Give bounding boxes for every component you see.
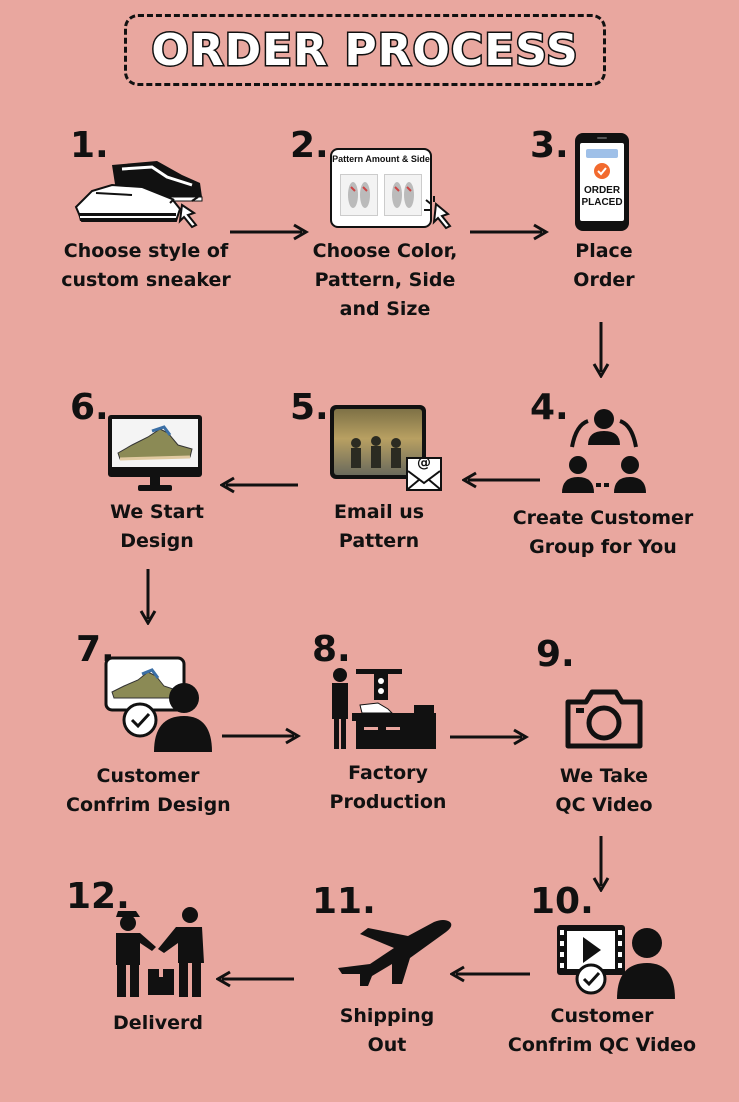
phone-order-text: ORDER PLACED (580, 185, 624, 209)
pattern-swatch-right (384, 174, 422, 216)
arrow-5-to-6 (220, 476, 298, 494)
arrow-8-to-9 (450, 728, 529, 746)
title-box: ORDER PROCESS (124, 14, 606, 86)
arrow-6-to-7 (139, 569, 157, 625)
phone-order-line-1: ORDER (583, 185, 621, 196)
arrow-1-to-2 (230, 223, 309, 241)
arrow-2-to-3 (470, 223, 549, 241)
step-12-number: 12. (66, 876, 130, 917)
step-6-label: We Start Design (80, 498, 234, 556)
customer-group-icon (560, 405, 648, 497)
step-3-label: Place Order (544, 237, 664, 295)
step-4-label-line-2: Group for You (529, 536, 677, 558)
step-2-label-line-3: and Size (339, 298, 431, 320)
step-5-label-line-1: Email us (333, 501, 425, 523)
monitor-design-icon (108, 415, 202, 493)
step-2-label-line-1: Choose Color, (312, 240, 458, 262)
step-11-label-line-2: Out (367, 1034, 407, 1056)
step-10-label-line-1: Customer (550, 1005, 654, 1027)
video-confirm-icon (555, 921, 677, 999)
step-5-label-line-2: Pattern (338, 530, 420, 552)
step-10-number: 10. (530, 881, 594, 922)
step-2-label: Choose Color, Pattern, Side and Size (292, 237, 478, 324)
step-1-label: Choose style of custom sneaker (54, 237, 238, 295)
step-11-number: 11. (312, 881, 376, 922)
email-pattern-icon: @ (330, 405, 442, 491)
sneaker-icon (72, 155, 212, 235)
delivery-handshake-icon (102, 903, 214, 999)
phone-order-icon: ORDER PLACED (575, 133, 629, 231)
arrow-10-to-11 (450, 965, 530, 983)
step-2-number: 2. (290, 125, 329, 166)
at-symbol: @ (417, 455, 431, 471)
step-11-label-line-1: Shipping (339, 1005, 435, 1027)
pattern-card-title: Pattern Amount & Side (332, 154, 430, 164)
pattern-card-icon: Pattern Amount & Side (330, 148, 452, 230)
step-6-number: 6. (70, 387, 109, 428)
camera-icon (564, 686, 644, 750)
step-4-label-line-1: Create Customer (512, 507, 694, 529)
step-8-number: 8. (312, 629, 351, 670)
step-8-label-line-1: Factory (348, 762, 428, 784)
customer-confirm-icon (104, 654, 214, 754)
step-6-label-line-1: We Start (110, 501, 204, 523)
envelope-icon: @ (406, 455, 442, 491)
step-7-label-line-2: Confrim Design (66, 794, 231, 816)
step-7-label-line-1: Customer (96, 765, 200, 787)
step-9-label-line-1: We Take (559, 765, 649, 787)
step-8-label: Factory Production (306, 759, 470, 817)
cursor-icon (424, 196, 452, 230)
step-11-label: Shipping Out (322, 1002, 452, 1060)
airplane-icon (334, 918, 454, 986)
step-3-label-line-2: Order (573, 269, 635, 291)
step-4-label: Create Customer Group for You (506, 504, 700, 562)
step-3-label-line-1: Place (575, 240, 633, 262)
step-4-number: 4. (530, 387, 569, 428)
phone-order-line-2: PLACED (581, 197, 623, 208)
arrow-3-to-4 (592, 322, 610, 378)
page-title: ORDER PROCESS (150, 23, 579, 77)
step-2-label-line-2: Pattern, Side (314, 269, 456, 291)
step-5-label: Email us Pattern (303, 498, 455, 556)
step-8-label-line-2: Production (329, 791, 447, 813)
arrow-9-to-10 (592, 836, 610, 892)
step-1-label-line-1: Choose style of (63, 240, 229, 262)
step-12-label: Deliverd (90, 1009, 226, 1038)
step-1-number: 1. (70, 125, 109, 166)
pattern-swatch-left (340, 174, 378, 216)
step-9-label: We Take QC Video (530, 762, 678, 820)
step-12-label-line-1: Deliverd (113, 1012, 203, 1034)
step-9-label-line-2: QC Video (555, 794, 653, 816)
factory-icon (326, 665, 438, 751)
step-5-number: 5. (290, 387, 329, 428)
step-6-label-line-2: Design (120, 530, 194, 552)
step-7-label: Customer Confrim Design (66, 762, 231, 820)
step-3-number: 3. (530, 125, 569, 166)
arrow-4-to-5 (462, 471, 540, 489)
step-1-label-line-2: custom sneaker (61, 269, 231, 291)
step-10-label-line-2: Confrim QC Video (507, 1034, 697, 1056)
step-9-number: 9. (536, 634, 575, 675)
arrow-7-to-8 (222, 727, 301, 745)
order-check-icon (594, 163, 610, 179)
step-10-label: Customer Confrim QC Video (502, 1002, 702, 1060)
arrow-11-to-12 (216, 970, 294, 988)
